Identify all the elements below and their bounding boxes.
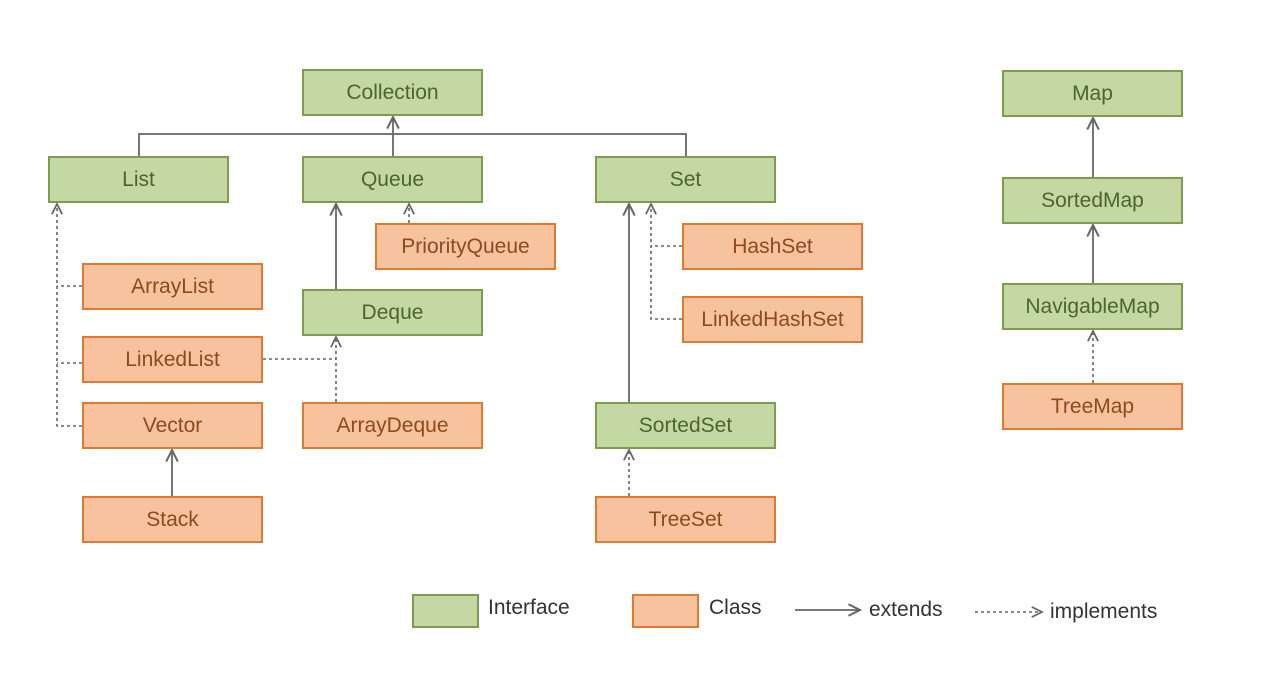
edge-vector-to-list: [57, 204, 82, 427]
node-arraylist: ArrayList: [82, 263, 263, 310]
node-stack: Stack: [82, 496, 263, 543]
node-sortedset: SortedSet: [595, 402, 776, 449]
node-collection: Collection: [302, 69, 483, 116]
legend-lines: [795, 610, 1042, 612]
node-treemap: TreeMap: [1002, 383, 1183, 430]
node-queue: Queue: [302, 156, 483, 203]
legend-class-swatch: [632, 594, 699, 628]
legend-interface-label: Interface: [488, 596, 570, 619]
legend-implements-label: implements: [1050, 600, 1158, 623]
node-treeset: TreeSet: [595, 496, 776, 543]
node-navigablemap: NavigableMap: [1002, 283, 1183, 330]
node-deque: Deque: [302, 289, 483, 336]
edge-collection-bus: [138, 133, 687, 156]
node-priorityqueue: PriorityQueue: [375, 223, 556, 270]
node-linkedhashset: LinkedHashSet: [682, 296, 863, 343]
node-set: Set: [595, 156, 776, 203]
legend-extends-label: extends: [869, 598, 943, 621]
node-vector: Vector: [82, 402, 263, 449]
legend-class-label: Class: [709, 596, 762, 619]
legend-interface-swatch: [412, 594, 479, 628]
node-hashset: HashSet: [682, 223, 863, 270]
edges-layer: [57, 117, 1093, 496]
node-arraydeque: ArrayDeque: [302, 402, 483, 449]
node-linkedlist: LinkedList: [82, 336, 263, 383]
node-map: Map: [1002, 70, 1183, 117]
edge-linkedhashset-to-set: [651, 204, 682, 320]
node-sortedmap: SortedMap: [1002, 177, 1183, 224]
node-list: List: [48, 156, 229, 203]
